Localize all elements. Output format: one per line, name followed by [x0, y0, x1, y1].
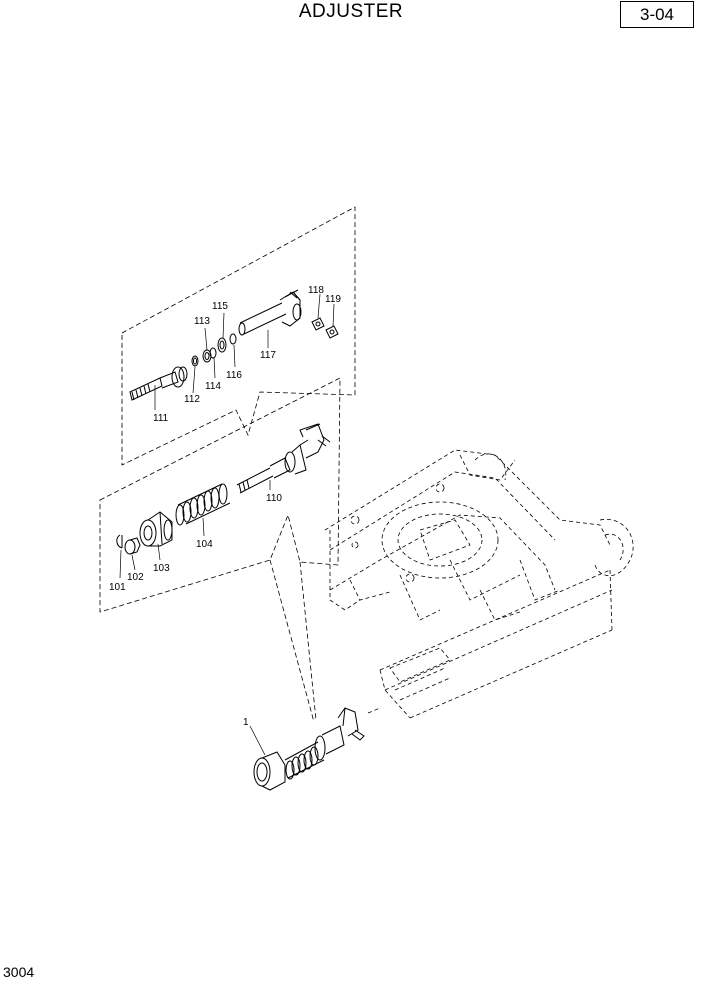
callout-110: 110	[266, 493, 282, 504]
part-116-ring	[229, 333, 237, 345]
part-101-pin	[116, 534, 123, 549]
callout-1: 1	[243, 717, 249, 728]
part-110-rod-assembly	[236, 423, 331, 494]
document-number: 3004	[3, 964, 35, 980]
part-118-fitting	[311, 317, 325, 331]
callout-112: 112	[184, 394, 200, 405]
detail-box-lower	[99, 377, 341, 723]
part-115-ring	[217, 337, 227, 353]
detail-box-upper	[121, 206, 356, 466]
callout-117: 117	[260, 350, 276, 361]
callout-102: 102	[127, 572, 144, 583]
part-1-adjuster-assembly	[253, 707, 365, 791]
page-number: 3-04	[620, 1, 694, 28]
callout-labels: 111 112 113 114 115 116 117 118 119 110 …	[109, 285, 341, 728]
callout-113: 113	[194, 316, 210, 327]
callout-115: 115	[212, 301, 228, 312]
part-104-bellows	[175, 483, 231, 526]
callout-118: 118	[308, 285, 324, 296]
callout-114: 114	[205, 381, 221, 392]
track-frame-outline	[324, 449, 634, 719]
part-103-nut	[139, 511, 173, 547]
part-112-ring	[191, 355, 199, 367]
callout-104: 104	[196, 539, 213, 550]
callout-119: 119	[325, 294, 341, 305]
callout-101: 101	[109, 582, 126, 593]
callout-103: 103	[153, 563, 170, 574]
callout-111: 111	[153, 413, 169, 424]
part-114-ring	[209, 347, 217, 359]
part-102-small-nut	[124, 537, 141, 555]
page-title: ADJUSTER	[298, 1, 404, 22]
leader-lines	[119, 293, 335, 756]
part-119-cap	[325, 325, 339, 339]
callout-116: 116	[226, 370, 242, 381]
part-117-rod	[238, 289, 302, 336]
part-111-stud	[129, 366, 188, 401]
